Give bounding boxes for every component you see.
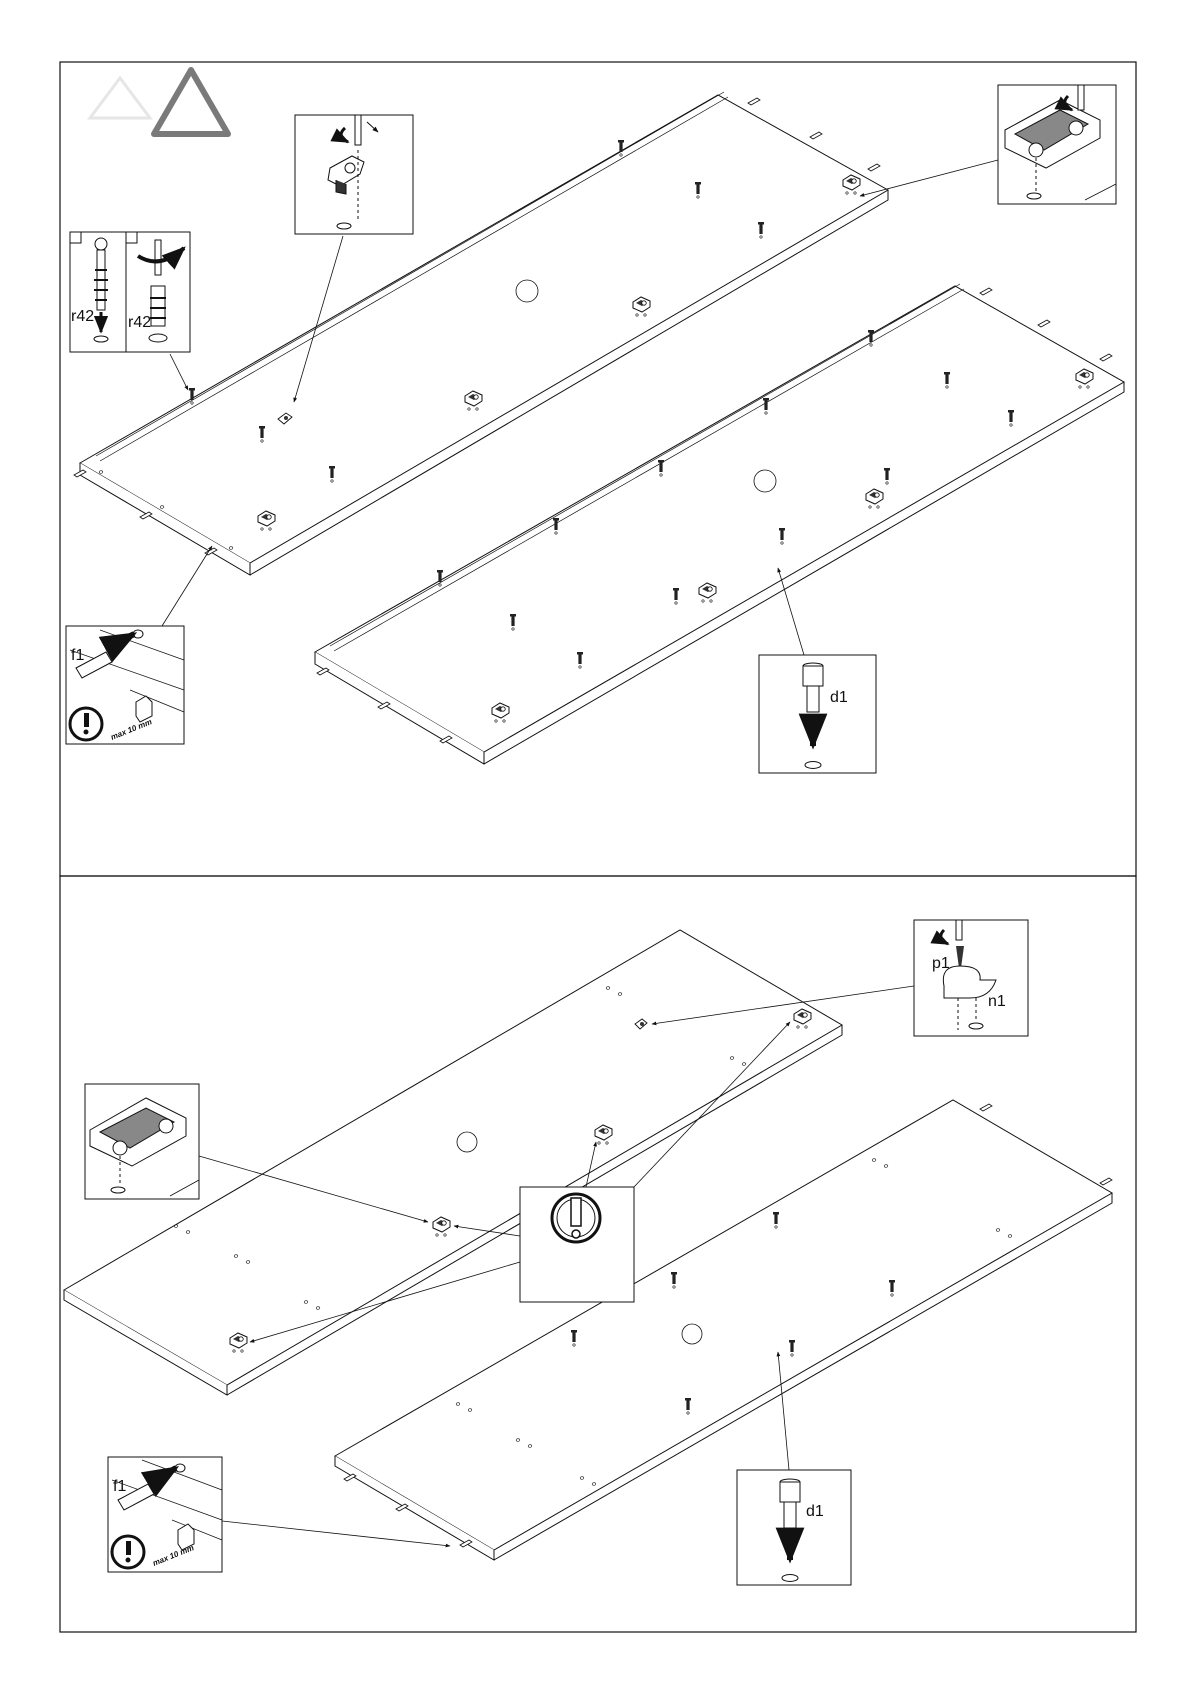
cam-bolt-label-alt: r42 xyxy=(128,314,151,331)
callout-hinge-plate xyxy=(998,85,1116,204)
callout-clip-screw: p1 n1 xyxy=(914,920,1028,1036)
callout-shelf-pin-bottom: d1 xyxy=(737,1470,851,1585)
callout-cam-connector xyxy=(295,115,413,234)
callout-caution xyxy=(520,1187,634,1302)
dowel-label: f1 xyxy=(71,647,84,664)
screw-label: p1 xyxy=(932,955,950,972)
shelf-pin-label: d1 xyxy=(830,689,848,706)
callout-dowel: f1 max 10 mm xyxy=(66,626,184,744)
dowel-label-bottom: f1 xyxy=(113,1478,126,1495)
warning-triangle-outline-icon xyxy=(90,78,150,118)
warning-triangle-icon xyxy=(154,70,228,134)
clip-label: n1 xyxy=(988,993,1006,1010)
cam-bolt-label: r42 xyxy=(71,308,94,325)
callout-dowel-bottom: f1 max 10 mm xyxy=(108,1457,222,1572)
callout-shelf-pin: d1 xyxy=(759,655,876,773)
shelf-pin-label-bottom: d1 xyxy=(806,1503,824,1520)
callout-cam-bolt: r42 r42 xyxy=(70,232,190,352)
callout-hinge-plate-bottom xyxy=(85,1084,199,1199)
